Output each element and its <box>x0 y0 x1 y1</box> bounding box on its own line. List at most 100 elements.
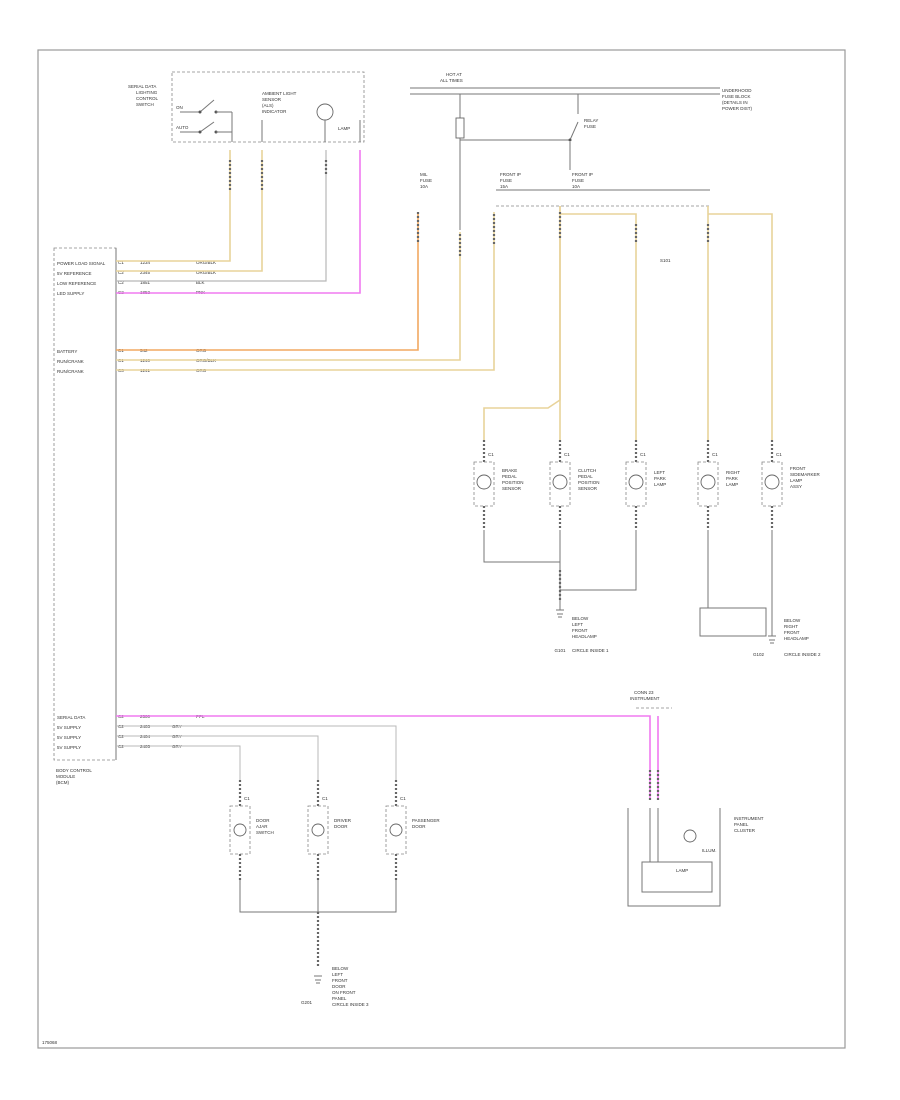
ground-g201-id: G201 <box>301 1000 313 1005</box>
ipc-label-line-2: PANEL <box>734 822 749 827</box>
fuse-2-line-1: FRONT IP <box>500 172 521 177</box>
ipc-label-line-1: INSTRUMENT <box>734 816 764 821</box>
ground-g201-line-1: BELOW <box>332 966 349 971</box>
wire-color: ORG/BLK <box>196 260 216 265</box>
lamp-1-line-4: SENSOR <box>502 486 522 491</box>
bcm-pin-label: RUN/CRANK <box>57 359 84 364</box>
wires <box>116 150 773 800</box>
switch-3-line-2: DOOR <box>412 824 426 829</box>
switch-label-line-3: CONTROL <box>136 96 158 101</box>
bcm-pin-label: POWER LOAD SIGNAL <box>57 261 106 266</box>
bcm-name-line-2: MODULE <box>56 774 75 779</box>
wire-pink <box>116 715 651 800</box>
switch-1-line-1: DOOR <box>256 818 270 823</box>
lamp-1-line-2: PEDAL <box>502 474 517 479</box>
wire-tan <box>116 212 495 371</box>
lamp-4-line-3: LAMP <box>726 482 738 487</box>
fuse-1-line-2: FUSE <box>420 178 432 183</box>
switch-2-terminal: C1 <box>322 796 328 801</box>
fuse-icon <box>455 117 465 139</box>
lamp-5-line-3: LAMP <box>790 478 802 483</box>
bcm-pin-group-1: POWER LOAD SIGNAL 5V REFERENCE LOW REFER… <box>57 260 216 296</box>
fuse-block-line-4: POWER DIST) <box>722 106 753 111</box>
power-bus-line-2: ALL TIMES <box>440 78 463 83</box>
underhood-fuse-block: HOT AT ALL TIMES UNDERHOOD FUSE BLOCK (D… <box>410 72 753 263</box>
als-label-line-2: SENSOR <box>262 97 282 102</box>
lamp-1-line-3: POSITION <box>502 480 524 485</box>
wire-circuit: 2345 <box>140 270 151 275</box>
ground-g201-line-3: FRONT <box>332 978 348 983</box>
ground-g201-line-6: PANEL <box>332 996 347 1001</box>
ground-g101-line-2: LEFT <box>572 622 583 627</box>
ground-g102-location: CIRCLE INSIDE 2 <box>784 652 821 657</box>
fuse-block-line-1: UNDERHOOD <box>722 88 752 93</box>
bcm-pin-terminal: C1 <box>118 260 124 265</box>
ground-g102-id: G102 <box>753 652 765 657</box>
lamp-2-line-3: POSITION <box>578 480 600 485</box>
lamp-5-line-1: FRONT <box>790 466 806 471</box>
wire-circuit: 1851 <box>140 280 151 285</box>
ground-g102-line-3: FRONT <box>784 630 800 635</box>
fuse-3-line-3: 10A <box>572 184 580 189</box>
lamp-2-line-2: PEDAL <box>578 474 593 479</box>
wire-gray <box>116 735 319 780</box>
bcm-pin-label: 5V SUPPLY <box>57 735 81 740</box>
wire-orange <box>116 212 419 351</box>
ground-g101: G101 BELOW LEFT FRONT HEADLAMP CIRCLE IN… <box>554 609 609 653</box>
ground-g102-line-1: BELOW <box>784 618 801 623</box>
switch-2-line-1: DRIVER <box>334 818 352 823</box>
brake-sensor-icon <box>476 474 492 490</box>
als-label-line-4: INDICATOR <box>262 109 287 114</box>
ground-g101-line-4: HEADLAMP <box>572 634 597 639</box>
ground-g201-line-4: DOOR <box>332 984 346 989</box>
bcm-name-line-1: BODY CONTROL <box>56 768 92 773</box>
driver-door-switch-icon <box>311 823 325 837</box>
lighting-switch-assembly: SERIAL DATA LIGHTING CONTROL SWITCH ON A… <box>128 71 365 143</box>
switch-contact-on: ON <box>176 105 183 110</box>
lamp-4-line-1: RIGHT <box>726 470 740 475</box>
wire-tan <box>116 232 461 361</box>
ground-g201-location: CIRCLE INSIDE 3 <box>332 1002 369 1007</box>
lamp-1-terminal: C1 <box>488 452 494 457</box>
als-label-line-3: (ALS) <box>262 103 274 108</box>
lamp-3-terminal: C1 <box>640 452 646 457</box>
ipc-connector-line-1: CONN 23 <box>634 690 654 695</box>
ground-g102-line-4: HEADLAMP <box>784 636 809 641</box>
wire-gray <box>116 745 241 780</box>
switch-contact-auto: AUTO <box>176 125 189 130</box>
diagram-border <box>37 49 846 1049</box>
fuse-2-line-2: FUSE <box>500 178 512 183</box>
wire-tan <box>483 206 561 440</box>
ground-g201-line-2: LEFT <box>332 972 343 977</box>
switch-3-terminal: C1 <box>400 796 406 801</box>
wire-tan <box>708 213 773 440</box>
switch-2-line-2: DOOR <box>334 824 348 829</box>
ground-g101-line-3: FRONT <box>572 628 588 633</box>
fuse-block-line-3: (DETAILS IN <box>722 100 748 105</box>
lamp-3-line-3: LAMP <box>654 482 666 487</box>
cluster-inner-label: LAMP <box>676 868 688 873</box>
lamp-5-terminal: C1 <box>776 452 782 457</box>
switch-label-line-1: SERIAL DATA <box>128 84 156 89</box>
left-park-lamp-icon <box>628 474 644 490</box>
ground-g102: G102 BELOW RIGHT FRONT HEADLAMP CIRCLE I… <box>753 618 821 657</box>
ground-g101-line-1: BELOW <box>572 616 589 621</box>
wire-color: BLK <box>196 280 205 285</box>
lamp-3-line-1: LEFT <box>654 470 665 475</box>
sidemarker-lamp-icon <box>764 474 780 490</box>
ground-g201: G201 BELOW LEFT FRONT DOOR ON FRONT PANE… <box>301 966 369 1007</box>
fuse-block-line-2: FUSE BLOCK <box>722 94 751 99</box>
fuse-3-line-2: FUSE <box>572 178 584 183</box>
wire-color: ORG/BLK <box>196 270 216 275</box>
relay-contact-icon <box>568 138 572 142</box>
wire-pink <box>116 150 361 294</box>
ipc-connector-line-2: INSTRUMENT <box>630 696 660 701</box>
fuse-1-line-1: MIL <box>420 172 428 177</box>
lamp-4-line-2: PARK <box>726 476 738 481</box>
bcm-pin-label: LED SUPPLY <box>57 291 84 296</box>
lamp-4-terminal: C1 <box>712 452 718 457</box>
bcm-name-line-3: (BCM) <box>56 780 69 785</box>
switch-label-line-4: SWITCH <box>136 102 154 107</box>
bcm-pin-label: RUN/CRANK <box>57 369 84 374</box>
ground-g101-id: G101 <box>554 648 566 653</box>
